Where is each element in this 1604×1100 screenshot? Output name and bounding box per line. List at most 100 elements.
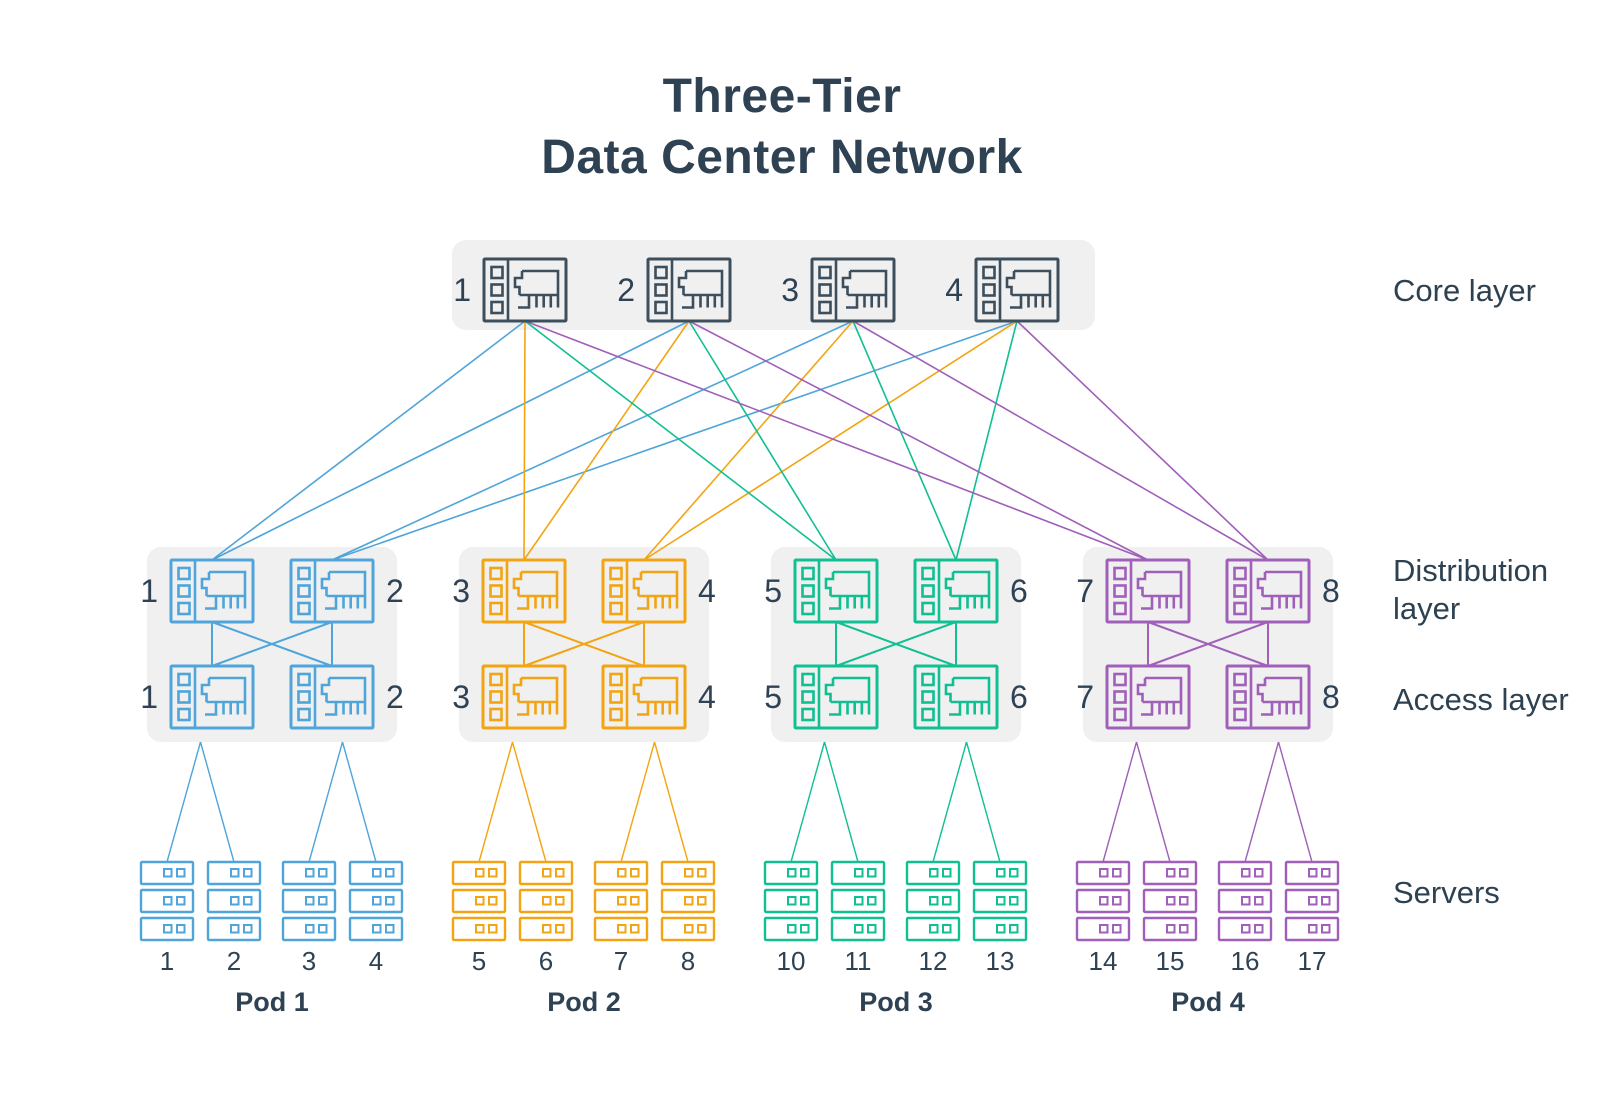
access-switch-icon [169, 664, 255, 730]
server-led-square [942, 924, 952, 934]
server-led-square [1009, 896, 1019, 906]
access-switch-glyph [1145, 676, 1183, 702]
access-switch-port-square [921, 672, 935, 687]
server-led-square [1112, 896, 1122, 906]
core-switch-port-square [982, 300, 996, 315]
core-switch-icon [646, 257, 732, 323]
server-led-square [318, 924, 328, 934]
server-led-square [684, 896, 694, 906]
distribution-switch-glyph [342, 596, 367, 609]
core-uplink-line [523, 320, 526, 561]
distribution-switch-number: 2 [386, 573, 404, 609]
access-switch-port-square [1233, 672, 1247, 687]
distribution-switch-glyph [833, 570, 871, 596]
core-switch-glyph [841, 271, 852, 295]
distribution-switch-icon [793, 558, 879, 624]
server-stack [1217, 860, 1273, 942]
core-switch-glyph [682, 295, 695, 309]
access-switch-number: 3 [452, 679, 470, 715]
core-uplink-line [643, 320, 854, 561]
server-led-square [1254, 924, 1264, 934]
server-led-square [475, 868, 485, 878]
distribution-switch-glyph [1261, 596, 1274, 610]
core-switch-port-square [490, 283, 504, 297]
core-switch-glyph [1027, 295, 1052, 308]
pod-label: Pod 4 [1171, 987, 1245, 1017]
access-server-line [341, 741, 377, 863]
core-uplink-line [955, 320, 1018, 561]
distribution-switch-port-square [609, 601, 623, 616]
distribution-switch-glyph [637, 596, 650, 610]
distribution-access-line [835, 621, 957, 667]
access-switch-glyph [534, 702, 559, 715]
access-switch-number: 6 [1010, 679, 1028, 715]
distribution-switch-body [1105, 558, 1191, 624]
distribution-switch-glyph [1256, 572, 1267, 596]
core-switch-number: 2 [617, 272, 635, 308]
access-switch-port-square [489, 690, 503, 704]
server-led-square [243, 896, 253, 906]
access-switch-glyph [205, 702, 218, 716]
distribution-switch-glyph [325, 596, 338, 610]
server-led-square [385, 924, 395, 934]
core-switch-glyph [699, 295, 724, 308]
server-number: 12 [919, 946, 948, 976]
server-led-square [475, 896, 485, 906]
server-stack [281, 860, 337, 942]
distribution-switch-glyph [944, 572, 955, 596]
distribution-switch-number: 5 [764, 573, 782, 609]
core-switch-port-square [490, 265, 504, 280]
server-number: 13 [986, 946, 1015, 976]
core-switch-glyph [1010, 295, 1023, 309]
access-switch-body [793, 664, 879, 730]
access-switch-glyph [641, 676, 679, 702]
server-led-square [800, 896, 810, 906]
access-layer-label: Access layer [1393, 682, 1569, 717]
server-led-square [1112, 868, 1122, 878]
access-switch-port-square [1113, 672, 1127, 687]
server-led-square [488, 924, 498, 934]
distribution-switch-number: 1 [140, 573, 158, 609]
access-switch-glyph [846, 702, 871, 715]
access-switch-glyph [329, 676, 367, 702]
access-switch-glyph [1158, 702, 1183, 715]
server-led-square [555, 896, 565, 906]
distribution-switch-glyph [1278, 596, 1303, 609]
core-switch-glyph [850, 269, 888, 295]
distribution-switch-icon [169, 558, 255, 624]
server-led-square [996, 896, 1006, 906]
access-switch-body [169, 664, 255, 730]
distribution-switch-icon [1105, 558, 1191, 624]
access-server-line [478, 741, 514, 863]
access-switch-number: 7 [1076, 679, 1094, 715]
server-led-square [1254, 868, 1264, 878]
access-switch-glyph [833, 676, 871, 702]
distribution-switch-icon [913, 558, 999, 624]
distribution-switch-port-square [1233, 584, 1247, 598]
server-stack [763, 860, 819, 942]
access-switch-number: 8 [1322, 679, 1340, 715]
distribution-switch-number: 8 [1322, 573, 1340, 609]
server-led-square [617, 924, 627, 934]
core-uplink-line [211, 320, 526, 561]
title-line-1: Three-Tier [662, 70, 902, 123]
distribution-switch-port-square [1233, 566, 1247, 581]
distribution-switch-number: 7 [1076, 573, 1094, 609]
server-stack [518, 860, 574, 942]
distribution-switch-number: 3 [452, 573, 470, 609]
distribution-switch-glyph [534, 596, 559, 609]
server-number: 5 [472, 946, 486, 976]
server-led-square [1308, 896, 1318, 906]
access-switch-glyph [944, 678, 955, 702]
access-server-line [166, 741, 202, 863]
access-switch-glyph [949, 702, 962, 716]
server-led-square [176, 868, 186, 878]
server-stack [1142, 860, 1198, 942]
server-number: 17 [1298, 946, 1327, 976]
core-switch-port-square [818, 265, 832, 280]
access-server-line [1277, 741, 1313, 863]
pod-label: Pod 3 [859, 987, 933, 1017]
access-switch-glyph [320, 678, 331, 702]
server-led-square [475, 924, 485, 934]
core-uplink-line [852, 320, 957, 561]
